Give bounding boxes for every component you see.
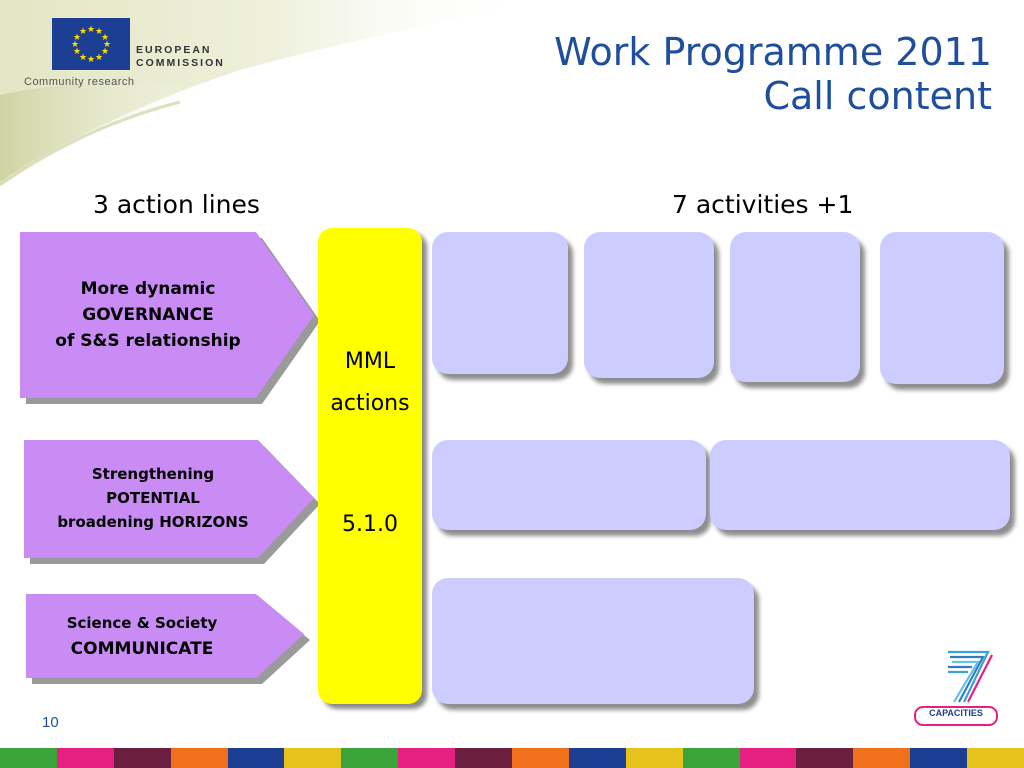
activity-box-6 xyxy=(710,440,1010,530)
logo-line1: EUROPEAN xyxy=(136,44,212,56)
header-swoosh xyxy=(0,0,540,187)
logo-subtitle: Community research xyxy=(24,76,135,88)
activities-heading: 7 activities +1 xyxy=(672,190,854,219)
potential-line1: Strengthening xyxy=(91,465,215,483)
stripe-segment xyxy=(512,748,569,768)
action-lines-heading: 3 action lines xyxy=(93,190,260,219)
title-line2: Call content xyxy=(763,74,992,118)
logo-line2: COMMISSION xyxy=(136,57,225,69)
page-title: Work Programme 2011 Call content xyxy=(554,30,992,118)
governance-line1: More dynamic xyxy=(80,279,216,299)
stripe-segment xyxy=(341,748,399,768)
mml-line2: actions xyxy=(330,391,410,416)
potential-line2: POTENTIAL xyxy=(106,489,200,507)
action-line-potential: Strengthening POTENTIAL broadening HORIZ… xyxy=(22,438,324,572)
activity-box-5 xyxy=(432,440,706,530)
mml-line1: MML xyxy=(344,349,396,374)
svg-text:★: ★ xyxy=(79,27,87,37)
stripe-segment xyxy=(284,748,342,768)
potential-line3: broadening HORIZONS xyxy=(57,513,249,531)
activity-box-1 xyxy=(432,232,568,374)
stripe-segment xyxy=(398,748,456,768)
stripe-segment xyxy=(0,748,57,768)
activity-box-7 xyxy=(432,578,754,704)
eu-flag-icon: ★ ★ ★ ★ ★ ★ ★ ★ ★ ★ ★ ★ xyxy=(52,18,130,70)
footer-color-stripe xyxy=(0,748,1024,768)
stripe-segment xyxy=(455,748,513,768)
svg-text:★: ★ xyxy=(73,47,81,57)
capacities-label: CAPACITIES xyxy=(929,708,983,718)
governance-line2: GOVERNANCE xyxy=(82,305,214,325)
stripe-segment xyxy=(227,748,285,768)
stripe-segment xyxy=(739,748,797,768)
svg-text:★: ★ xyxy=(95,53,103,63)
svg-text:★: ★ xyxy=(101,33,109,43)
communicate-line1: Science & Society xyxy=(66,614,218,632)
communicate-line2: COMMUNICATE xyxy=(70,639,214,659)
stripe-segment xyxy=(967,748,1024,768)
svg-text:★: ★ xyxy=(87,55,95,65)
stripe-segment xyxy=(910,748,968,768)
svg-text:★: ★ xyxy=(103,40,111,50)
title-line1: Work Programme 2011 xyxy=(554,30,992,74)
stripe-segment xyxy=(853,748,911,768)
mml-code: 5.1.0 xyxy=(342,512,398,537)
mml-actions-bar xyxy=(318,228,422,704)
stripe-segment xyxy=(682,748,740,768)
stripe-segment xyxy=(625,748,683,768)
stripe-segment xyxy=(796,748,854,768)
page-number: 10 xyxy=(42,714,59,731)
svg-text:★: ★ xyxy=(73,33,81,43)
action-line-communicate: Science & Society COMMUNICATE xyxy=(24,592,312,688)
svg-text:★: ★ xyxy=(71,40,79,50)
stripe-segment xyxy=(568,748,626,768)
svg-text:★: ★ xyxy=(79,53,87,63)
svg-text:★: ★ xyxy=(95,27,103,37)
governance-line3: of S&S relationship xyxy=(55,331,241,351)
fp7-capacities-logo: CAPACITIES xyxy=(908,646,1000,726)
stripe-segment xyxy=(113,748,171,768)
activity-box-4 xyxy=(880,232,1004,384)
svg-text:★: ★ xyxy=(87,25,95,35)
activity-box-2 xyxy=(584,232,714,378)
stripe-segment xyxy=(170,748,228,768)
svg-text:★: ★ xyxy=(101,47,109,57)
activity-box-3 xyxy=(730,232,860,382)
stripe-segment xyxy=(56,748,114,768)
action-line-governance: More dynamic GOVERNANCE of S&S relations… xyxy=(18,230,322,412)
